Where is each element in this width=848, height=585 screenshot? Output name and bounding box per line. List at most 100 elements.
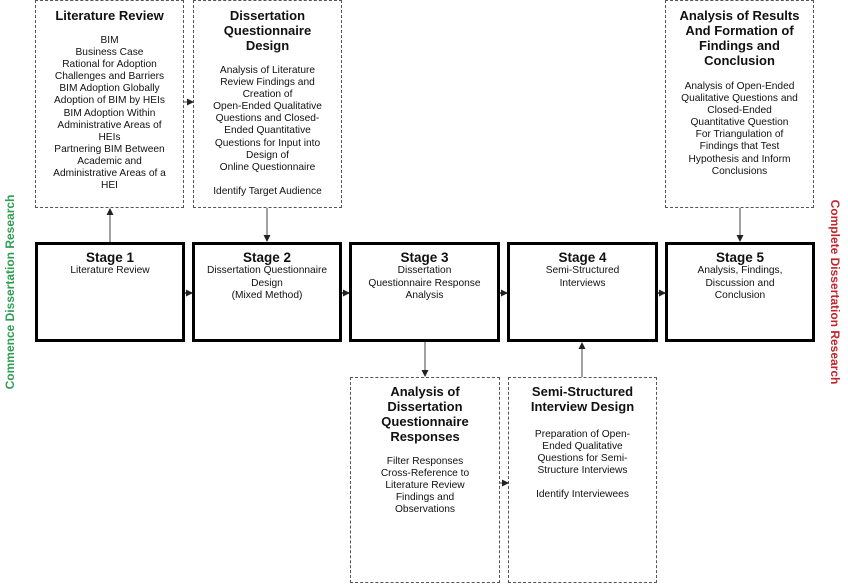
text-line: Questionnaire Response: [368, 277, 481, 289]
text-line: Analysis of: [390, 384, 460, 399]
text-line: Cross-Reference to: [380, 468, 470, 480]
text-line: Questionnaire: [223, 23, 312, 38]
text-line: Questions for Semi-: [537, 453, 628, 465]
text-line: Business Case: [75, 47, 144, 59]
text-line: Adoption of BIM by HEIs: [54, 95, 165, 107]
commence-research-label: Commence Dissertation Research: [3, 194, 17, 390]
text-line: Analysis of Literature: [219, 65, 316, 76]
text-line: Responses: [390, 429, 460, 444]
text-line: Design of: [245, 149, 290, 161]
stage-3-title: Stage 3: [400, 250, 449, 265]
text-line: Literature Review: [55, 8, 164, 23]
text-line: Quantitative Question: [690, 117, 789, 129]
text-line: Identify Interviewees: [536, 489, 629, 501]
complete-research-label: Complete Dissertation Research: [828, 199, 842, 385]
text-line: BIM Adoption Within: [63, 107, 156, 119]
text-line: Hypothesis and Inform: [688, 153, 791, 165]
text-line: Dissertation Questionnaire: [206, 265, 328, 276]
text-line: Preparation of Open-: [534, 429, 631, 440]
text-line: (Mixed Method): [231, 290, 303, 301]
stage-1-box: Stage 1 Literature Review: [35, 242, 185, 342]
text-line: Ended Qualitative: [542, 441, 623, 453]
text-line: Review Findings and: [220, 77, 315, 89]
stage-2-title: Stage 2: [242, 250, 292, 265]
stage-5-title: Stage 5: [715, 250, 765, 265]
text-line: Ended Quantitative: [224, 125, 311, 137]
stage-1-title: Stage 1: [85, 250, 135, 265]
stage-4-title: Stage 4: [558, 250, 607, 265]
text-line: Semi-Structured: [531, 384, 634, 399]
text-line: [509, 477, 656, 489]
text-line: And Formation of: [685, 23, 794, 38]
text-line: Questions and Closed-: [215, 113, 320, 125]
text-line: Literature Review: [70, 265, 150, 276]
text-line: Online Questionnaire: [219, 161, 316, 173]
text-line: Creation of: [242, 89, 293, 101]
text-line: Administrative Areas of: [57, 119, 162, 131]
text-line: Findings and: [699, 38, 780, 53]
text-line: Structure Interviews: [537, 465, 628, 477]
text-line: Dissertation: [387, 399, 463, 414]
text-line: Questions for Input into: [214, 137, 321, 149]
text-line: Interview Design: [530, 399, 635, 414]
text-line: Analysis: [405, 290, 444, 301]
text-line: Analysis, Findings,: [697, 265, 783, 276]
text-line: Filter Responses: [386, 456, 464, 467]
text-line: Conclusion: [704, 53, 775, 68]
text-line: Partnering BIM Between: [54, 143, 165, 155]
text-line: BIM: [100, 35, 119, 46]
text-line: Conclusion: [714, 290, 766, 301]
text-line: HEI: [101, 180, 118, 192]
text-line: Identify Target Audience: [213, 185, 322, 197]
stage-5-box: Stage 5 Analysis, Findings,Discussion an…: [665, 242, 815, 342]
text-line: Semi-Structured: [545, 265, 620, 276]
text-line: Rational for Adoption: [62, 59, 157, 71]
literature-review-detail-title: Literature Review: [36, 8, 183, 23]
text-line: Design: [245, 38, 290, 53]
text-line: Closed-Ended: [707, 105, 772, 117]
text-line: Challenges and Barriers: [54, 71, 165, 83]
text-line: Administrative Areas of a: [53, 168, 166, 180]
text-line: BIM Adoption Globally: [59, 83, 160, 95]
text-line: Interviews: [559, 277, 606, 289]
text-line: Dissertation: [229, 8, 306, 23]
text-line: Observations: [394, 504, 456, 516]
text-line: Findings that Test: [699, 141, 780, 153]
text-line: Conclusions: [711, 165, 768, 177]
text-line: Dissertation: [397, 265, 452, 276]
text-line: Literature Review: [385, 480, 465, 492]
text-line: Analysis of Open-Ended: [684, 81, 795, 92]
text-line: HEIs: [98, 131, 121, 143]
text-line: Design: [251, 277, 283, 289]
text-line: Open-Ended Qualitative: [213, 101, 322, 113]
text-line: Academic and: [77, 155, 142, 167]
text-line: [194, 174, 341, 186]
text-line: Qualitative Questions and: [681, 93, 798, 105]
text-line: Questionnaire: [381, 414, 469, 429]
text-line: Discussion and: [705, 277, 775, 289]
text-line: Analysis of Results: [679, 8, 800, 23]
stage-1-text: Literature Review: [38, 265, 182, 278]
text-line: Findings and: [395, 492, 455, 504]
